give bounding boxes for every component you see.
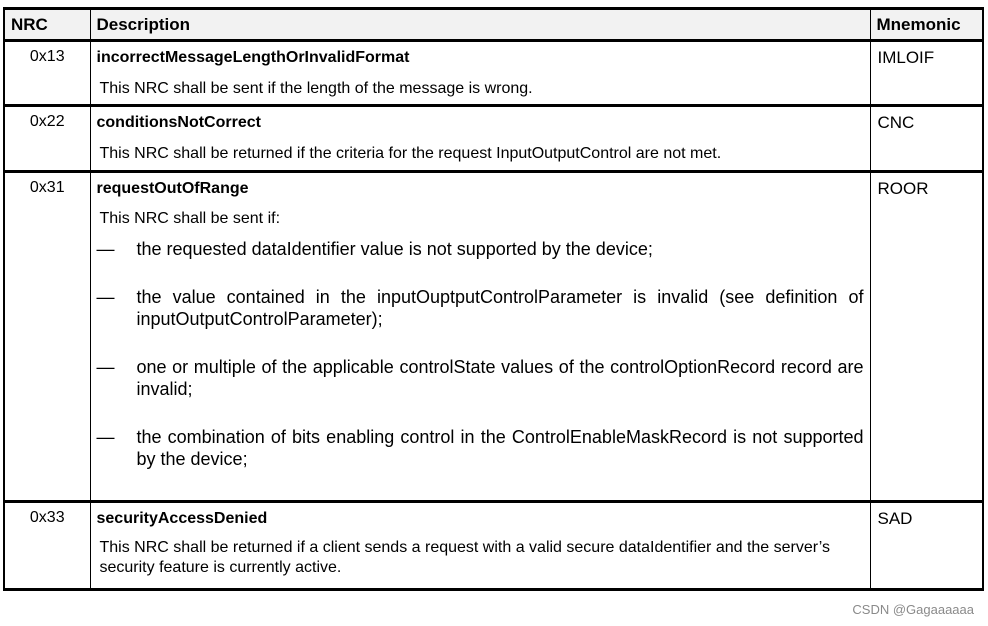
nrc-text: This NRC shall be sent if the length of …	[99, 80, 533, 97]
bullet-text: the requested dataIdentifier value is no…	[136, 239, 653, 259]
header-description: Description	[89, 7, 871, 42]
nrc-code: 0x22	[3, 105, 91, 172]
dash-bullet: —	[96, 287, 115, 307]
dash-bullet: —	[96, 357, 115, 377]
bullet-text: the value contained in the inputOuptputC…	[136, 287, 864, 329]
header-mnemonic: Mnemonic	[869, 7, 984, 42]
table-row: 0x13 incorrectMessageLengthOrInvalidForm…	[3, 40, 984, 106]
nrc-name: securityAccessDenied	[96, 510, 268, 527]
header-nrc: NRC	[3, 7, 91, 42]
nrc-description: securityAccessDenied This NRC shall be r…	[89, 501, 871, 590]
list-item: — the value contained in the inputOuptpu…	[97, 286, 864, 330]
list-item: — one or multiple of the applicable cont…	[97, 356, 864, 400]
nrc-mnemonic: IMLOIF	[869, 40, 984, 106]
nrc-table: NRC Description Mnemonic 0x13 incorrectM…	[3, 7, 984, 591]
bullet-list: — the requested dataIdentifier value is …	[97, 238, 864, 470]
bullet-text: the combination of bits enabling control…	[136, 427, 864, 469]
table-row: 0x31 requestOutOfRange This NRC shall be…	[3, 171, 984, 502]
watermark: CSDN @Gagaaaaaa	[852, 602, 974, 617]
table-row: 0x22 conditionsNotCorrect This NRC shall…	[3, 105, 984, 172]
dash-bullet: —	[96, 239, 115, 259]
list-item: — the combination of bits enabling contr…	[97, 426, 864, 470]
nrc-description: conditionsNotCorrect This NRC shall be r…	[89, 105, 871, 172]
nrc-text: This NRC shall be returned if the criter…	[99, 145, 722, 162]
nrc-intro: This NRC shall be sent if:	[99, 210, 281, 227]
list-item: — the requested dataIdentifier value is …	[97, 238, 864, 260]
table-row: 0x33 securityAccessDenied This NRC shall…	[3, 501, 984, 590]
nrc-code: 0x13	[3, 40, 91, 106]
nrc-name: conditionsNotCorrect	[96, 114, 261, 131]
nrc-mnemonic: ROOR	[869, 171, 984, 502]
nrc-text: This NRC shall be returned if a client s…	[99, 539, 830, 576]
nrc-code: 0x31	[3, 171, 91, 502]
nrc-description: requestOutOfRange This NRC shall be sent…	[89, 171, 871, 502]
nrc-code: 0x33	[3, 501, 91, 590]
bullet-text: one or multiple of the applicable contro…	[136, 357, 864, 399]
nrc-name: incorrectMessageLengthOrInvalidFormat	[96, 49, 410, 66]
nrc-mnemonic: SAD	[869, 501, 984, 590]
nrc-description: incorrectMessageLengthOrInvalidFormat Th…	[89, 40, 871, 106]
nrc-mnemonic: CNC	[869, 105, 984, 172]
table-header-row: NRC Description Mnemonic	[3, 7, 984, 42]
nrc-name: requestOutOfRange	[96, 180, 249, 197]
dash-bullet: —	[96, 427, 115, 447]
